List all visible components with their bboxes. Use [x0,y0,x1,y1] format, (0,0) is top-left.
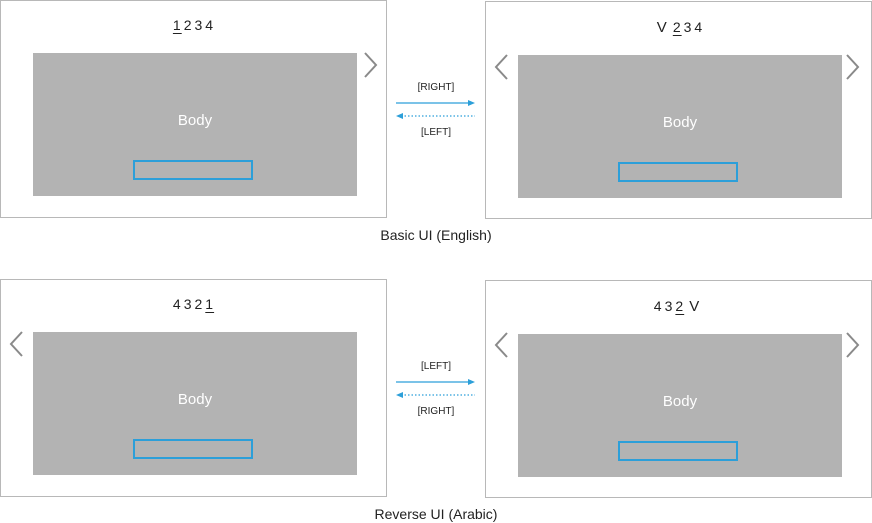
focus-box[interactable] [618,441,738,461]
chevron-right-icon[interactable] [842,330,864,360]
arrow-right-icon [396,100,475,106]
page-number[interactable]: 3 [183,296,193,312]
body-label: Body [177,391,213,408]
page-number-active[interactable]: 1 [172,17,182,33]
chevron-left-icon[interactable] [491,330,513,360]
v-mark: V [689,298,701,315]
v-mark: V [656,19,668,36]
body-label: Body [662,393,698,410]
arrow-label-top: [LEFT] [420,361,451,372]
page-number[interactable]: 4 [694,19,704,35]
caption-basic: Basic UI (English) [380,227,492,243]
focus-box[interactable] [133,160,253,180]
body-label: Body [662,114,698,131]
page-number-active[interactable]: 2 [675,298,685,314]
focus-box[interactable] [133,439,253,459]
page-number[interactable]: 2 [194,296,204,312]
arrow-label-bottom: [LEFT] [420,127,451,138]
page-number[interactable]: 4 [205,17,215,33]
page-number[interactable]: 4 [653,298,663,314]
body-label: Body [177,112,213,129]
body-panel: Body [33,53,357,196]
arrow-right-icon [396,379,475,385]
arrow-left-dotted-icon [396,113,475,119]
page-number[interactable]: 4 [172,296,182,312]
body-panel: Body [33,332,357,475]
chevron-right-icon[interactable] [360,50,382,80]
page-number[interactable]: 2 [183,17,193,33]
arrow-label-top: [RIGHT] [417,82,455,93]
page-number-active[interactable]: 2 [672,19,682,35]
arrow-label-bottom: [RIGHT] [417,406,455,417]
page-number-active[interactable]: 1 [205,296,215,312]
page-number[interactable]: 3 [683,19,693,35]
arrow-left-dotted-icon [396,392,475,398]
focus-box[interactable] [618,162,738,182]
page-number[interactable]: 3 [194,17,204,33]
body-panel: Body [518,334,842,477]
page-number[interactable]: 3 [664,298,674,314]
caption-reverse: Reverse UI (Arabic) [374,506,498,522]
chevron-left-icon[interactable] [491,52,513,82]
body-panel: Body [518,55,842,198]
chevron-right-icon[interactable] [842,52,864,82]
chevron-left-icon[interactable] [6,329,28,359]
